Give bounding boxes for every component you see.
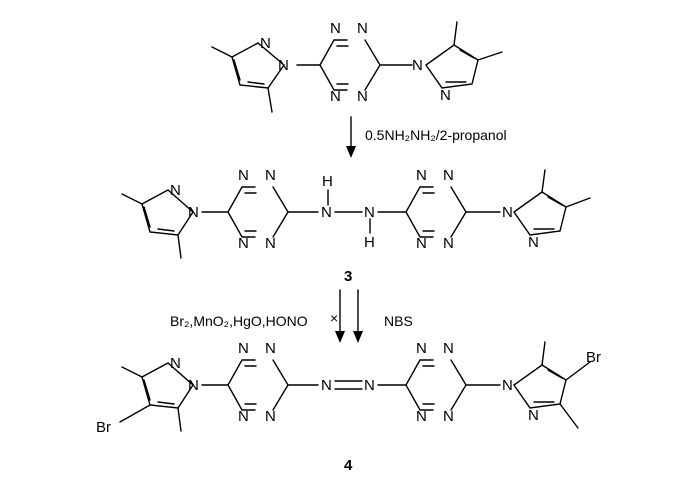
- atom-n: N: [265, 167, 276, 184]
- atom-n: N: [440, 87, 451, 104]
- blocked-mark: ×: [330, 310, 338, 326]
- atom-n: N: [260, 35, 271, 52]
- atom-n: N: [416, 408, 427, 425]
- atom-br: Br: [96, 419, 111, 436]
- atom-n: N: [265, 408, 276, 425]
- atom-n: N: [364, 204, 375, 221]
- atom-h: H: [364, 234, 375, 251]
- atom-br: Br: [586, 349, 601, 366]
- atom-n: N: [528, 234, 539, 251]
- atom-n: N: [502, 377, 513, 394]
- step1-reagent: 0.5NH₂NH₂/2-propanol: [365, 127, 507, 143]
- atom-n: N: [321, 204, 332, 221]
- atom-n: N: [321, 377, 332, 394]
- atom-n: N: [330, 20, 341, 37]
- atom-h: H: [322, 173, 333, 190]
- arrow-head-icon: [346, 146, 356, 158]
- atom-n: N: [188, 377, 199, 394]
- atom-n: N: [364, 377, 375, 394]
- atom-n: N: [330, 88, 341, 105]
- compound-3-label: 3: [344, 268, 352, 285]
- arrow-head-icon: [353, 331, 363, 343]
- atom-n: N: [188, 204, 199, 221]
- compound-4-label: 4: [344, 457, 353, 474]
- compound-1-structure: [211, 21, 503, 113]
- compound-3-structure: [121, 169, 591, 259]
- atom-n: N: [443, 235, 454, 252]
- compound-4-structure: [119, 341, 591, 432]
- atom-n: N: [238, 340, 249, 357]
- atom-n: N: [443, 340, 454, 357]
- atom-n: N: [416, 340, 427, 357]
- atom-n: N: [443, 167, 454, 184]
- atom-n: N: [357, 20, 368, 37]
- step2-right-reagent: NBS: [384, 313, 413, 329]
- atom-n: N: [502, 204, 513, 221]
- atom-n: N: [357, 88, 368, 105]
- atom-n: N: [416, 235, 427, 252]
- atom-n: N: [238, 235, 249, 252]
- step2-left-reagent: Br₂,MnO₂,HgO,HONO: [170, 313, 308, 329]
- atom-n: N: [265, 340, 276, 357]
- atom-n: N: [412, 57, 423, 74]
- atom-n: N: [238, 408, 249, 425]
- atom-n: N: [416, 167, 427, 184]
- atom-n: N: [443, 408, 454, 425]
- arrow-head-icon: [335, 331, 345, 343]
- atom-n: N: [278, 57, 289, 74]
- atom-n: N: [170, 355, 181, 372]
- atom-n: N: [528, 407, 539, 424]
- atom-n: N: [170, 182, 181, 199]
- atom-n: N: [238, 167, 249, 184]
- atom-n: N: [265, 235, 276, 252]
